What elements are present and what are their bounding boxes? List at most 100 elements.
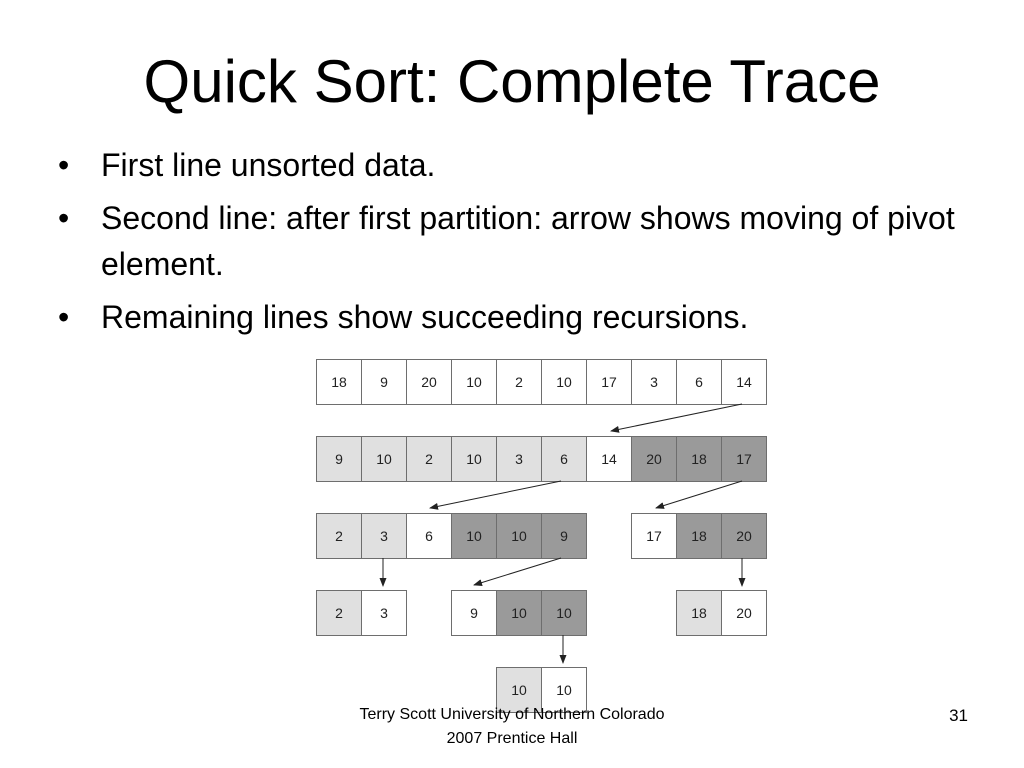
trace-cell-value: 10 bbox=[556, 682, 572, 698]
trace-array-segment: 2 3 6 10 10 9 bbox=[316, 513, 587, 559]
bullet-marker: • bbox=[58, 147, 70, 183]
trace-cell bbox=[496, 436, 542, 482]
trace-cell bbox=[631, 436, 677, 482]
trace-cell bbox=[316, 590, 362, 636]
trace-cell-value: 10 bbox=[511, 682, 527, 698]
trace-cell-value: 9 bbox=[560, 528, 568, 544]
bullet-item: • First line unsorted data. bbox=[58, 142, 978, 188]
trace-cell-value: 10 bbox=[466, 528, 482, 544]
trace-cell bbox=[361, 359, 407, 405]
trace-cell-value: 10 bbox=[466, 451, 482, 467]
trace-array-segment: 9 10 10 bbox=[451, 590, 587, 636]
bullet-item: • Second line: after first partition: ar… bbox=[58, 195, 978, 287]
bullet-marker: • bbox=[58, 200, 70, 236]
trace-cell bbox=[406, 359, 452, 405]
trace-cell-value: 14 bbox=[736, 374, 752, 390]
trace-cell bbox=[541, 359, 587, 405]
page-number: 31 bbox=[949, 706, 968, 725]
slide-title: Quick Sort: Complete Trace bbox=[143, 48, 881, 115]
trace-cell bbox=[676, 513, 722, 559]
trace-cell-value: 2 bbox=[515, 374, 523, 390]
trace-cell bbox=[406, 513, 452, 559]
trace-cell bbox=[631, 359, 677, 405]
trace-row: 10 10 bbox=[496, 667, 587, 713]
trace-cell bbox=[541, 590, 587, 636]
trace-cell bbox=[676, 590, 722, 636]
trace-cell-value: 3 bbox=[515, 451, 523, 467]
trace-cell-value: 2 bbox=[425, 451, 433, 467]
trace-cell-value: 10 bbox=[376, 451, 392, 467]
trace-cell-value: 10 bbox=[511, 605, 527, 621]
trace-cell-value: 20 bbox=[736, 605, 752, 621]
trace-cell bbox=[451, 436, 497, 482]
trace-cell bbox=[676, 359, 722, 405]
bullet-marker: • bbox=[58, 299, 70, 335]
trace-cell-value: 9 bbox=[470, 605, 478, 621]
trace-array-segment: 17 18 20 bbox=[631, 513, 767, 559]
trace-cell-value: 17 bbox=[601, 374, 617, 390]
trace-cell-value: 10 bbox=[556, 374, 572, 390]
trace-cell bbox=[316, 436, 362, 482]
bullet-list: • First line unsorted data. • Second lin… bbox=[58, 142, 978, 347]
trace-cell-value: 18 bbox=[691, 605, 707, 621]
trace-cell bbox=[406, 436, 452, 482]
trace-cell bbox=[451, 590, 497, 636]
trace-cell bbox=[541, 667, 587, 713]
trace-arrow bbox=[655, 480, 743, 509]
trace-array-segment: 10 10 bbox=[496, 667, 587, 713]
trace-cell-value: 20 bbox=[736, 528, 752, 544]
trace-cell bbox=[676, 436, 722, 482]
bullet-item: • Remaining lines show succeeding recurs… bbox=[58, 294, 978, 340]
trace-row: 9 10 2 10 3 6 14 20 18 17 bbox=[316, 436, 767, 482]
trace-cell-value: 2 bbox=[335, 528, 343, 544]
trace-cell bbox=[541, 436, 587, 482]
trace-cell-value: 18 bbox=[691, 528, 707, 544]
trace-cell-value: 3 bbox=[650, 374, 658, 390]
trace-cell-value: 6 bbox=[560, 451, 568, 467]
trace-cell bbox=[496, 359, 542, 405]
trace-cell bbox=[631, 513, 677, 559]
trace-cell bbox=[316, 513, 362, 559]
trace-cell-value: 17 bbox=[736, 451, 752, 467]
trace-cell-value: 6 bbox=[425, 528, 433, 544]
trace-cell bbox=[541, 513, 587, 559]
bullet-text: Second line: after first partition: arro… bbox=[101, 200, 955, 282]
trace-cell-value: 3 bbox=[380, 528, 388, 544]
trace-cell-value: 2 bbox=[335, 605, 343, 621]
slide-footer: Terry Scott University of Northern Color… bbox=[359, 706, 665, 747]
trace-cell-value: 18 bbox=[331, 374, 347, 390]
trace-row: 2 3 6 10 10 9 17 18 20 bbox=[316, 513, 767, 559]
trace-array-segment: 9 10 2 10 3 6 14 20 18 17 bbox=[316, 436, 767, 482]
trace-arrow bbox=[473, 557, 562, 586]
trace-cell-value: 6 bbox=[695, 374, 703, 390]
trace-cell bbox=[586, 359, 632, 405]
trace-cell bbox=[361, 590, 407, 636]
trace-cell bbox=[721, 590, 767, 636]
trace-cell bbox=[361, 513, 407, 559]
trace-cell-value: 10 bbox=[511, 528, 527, 544]
trace-cell-value: 10 bbox=[466, 374, 482, 390]
bullet-text: Remaining lines show succeeding recursio… bbox=[101, 299, 749, 335]
trace-cell-value: 17 bbox=[646, 528, 662, 544]
trace-cell bbox=[721, 513, 767, 559]
trace-cell-value: 9 bbox=[335, 451, 343, 467]
trace-cell bbox=[361, 436, 407, 482]
trace-cell-value: 20 bbox=[421, 374, 437, 390]
trace-cell-value: 10 bbox=[556, 605, 572, 621]
trace-cell-value: 20 bbox=[646, 451, 662, 467]
trace-cell bbox=[721, 359, 767, 405]
trace-arrow bbox=[429, 480, 562, 510]
trace-cell-value: 18 bbox=[691, 451, 707, 467]
trace-cell bbox=[316, 359, 362, 405]
trace-cell bbox=[721, 436, 767, 482]
trace-cell-value: 3 bbox=[380, 605, 388, 621]
bullet-text: First line unsorted data. bbox=[101, 147, 436, 183]
trace-arrow bbox=[610, 403, 743, 433]
trace-cell-value: 14 bbox=[601, 451, 617, 467]
